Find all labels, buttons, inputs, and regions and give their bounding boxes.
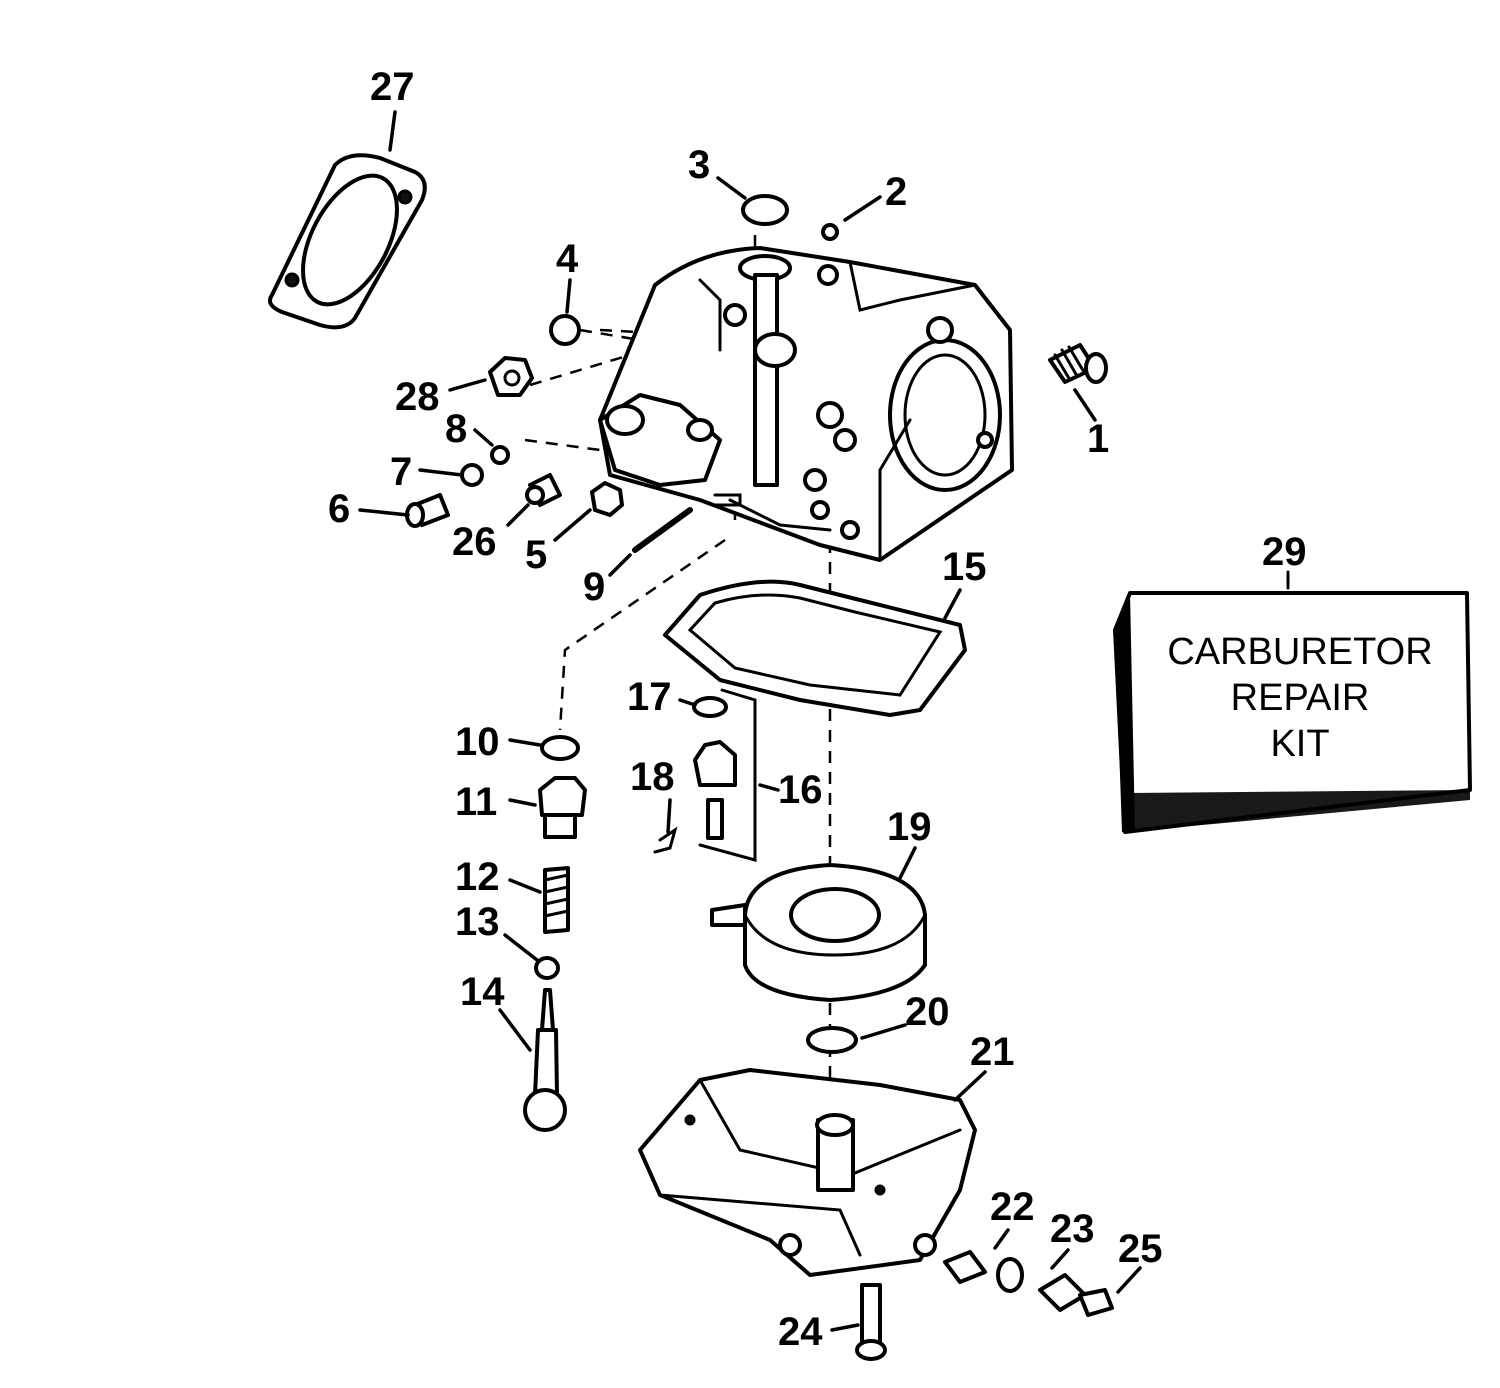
part-29-repair-kit-box [1113,570,1472,834]
part-20-washer [806,1026,858,1054]
callout-21: 21 [970,1030,1015,1074]
callout-25: 25 [1118,1227,1163,1271]
callout-10: 10 [455,720,500,764]
part-11-jet-holder [538,776,587,839]
callout-12: 12 [455,855,500,899]
part-1-screw [1048,343,1108,384]
part-25-fitting [1038,1273,1114,1317]
part-23-washer [996,1257,1024,1293]
callout-9: 9 [583,565,605,609]
kit-line-3: KIT [1270,723,1329,765]
callout-14: 14 [460,970,505,1014]
callout-17: 17 [627,675,672,719]
part-19-float [710,863,927,1002]
part-16-bracket [698,688,757,862]
callout-numbers: 27 3 2 4 28 8 7 6 26 5 9 1 15 29 17 16 1… [328,65,1307,1354]
part-18-clip [653,826,678,854]
callout-2: 2 [885,170,907,214]
callout-26: 26 [452,520,497,564]
callout-5: 5 [525,533,547,577]
callout-19: 19 [887,805,932,849]
part-6-screw [405,493,450,528]
part-4-plug [549,314,581,346]
callout-20: 20 [905,990,950,1034]
kit-line-2: REPAIR [1231,677,1370,719]
part-27-flange-gasket [268,153,427,330]
callout-11: 11 [455,780,497,824]
part-21-float-bowl [638,1068,977,1277]
part-14-needle-screw [523,988,567,1132]
part-22-screw [943,1250,987,1284]
callout-13: 13 [455,900,500,944]
kit-line-1: CARBURETOR [1167,631,1432,673]
callout-23: 23 [1050,1207,1095,1251]
part-13-washer [534,956,560,980]
callout-1: 1 [1087,417,1109,461]
callout-24: 24 [778,1310,823,1354]
part-26-fitting [525,473,562,507]
part-9-pin [632,507,693,553]
part-17-washer [692,696,728,718]
callout-28: 28 [395,375,440,419]
callout-27: 27 [370,65,415,109]
part-carburetor-body [598,246,1014,562]
callout-4: 4 [556,237,579,281]
part-3-plug [741,194,789,226]
callout-3: 3 [688,143,710,187]
callout-18: 18 [630,755,675,799]
part-5-lockwasher [590,481,624,517]
part-12-spring [543,866,570,934]
part-24-bolt [855,1283,887,1361]
callout-leader-lines [358,110,1142,1332]
callout-8: 8 [445,407,467,451]
part-15-bowl-gasket [663,579,967,717]
callout-16: 16 [778,768,823,812]
callout-22: 22 [990,1185,1035,1229]
part-28-nut [488,356,534,397]
part-inlet-needle-seat [693,740,737,840]
part-8-washer [490,445,510,465]
part-2-ball [821,223,839,241]
part-10-washer [540,735,580,761]
callout-7: 7 [390,450,412,494]
callout-6: 6 [328,487,350,531]
part-7-washer [460,463,484,487]
callout-15: 15 [942,545,987,589]
callout-29: 29 [1262,530,1307,574]
